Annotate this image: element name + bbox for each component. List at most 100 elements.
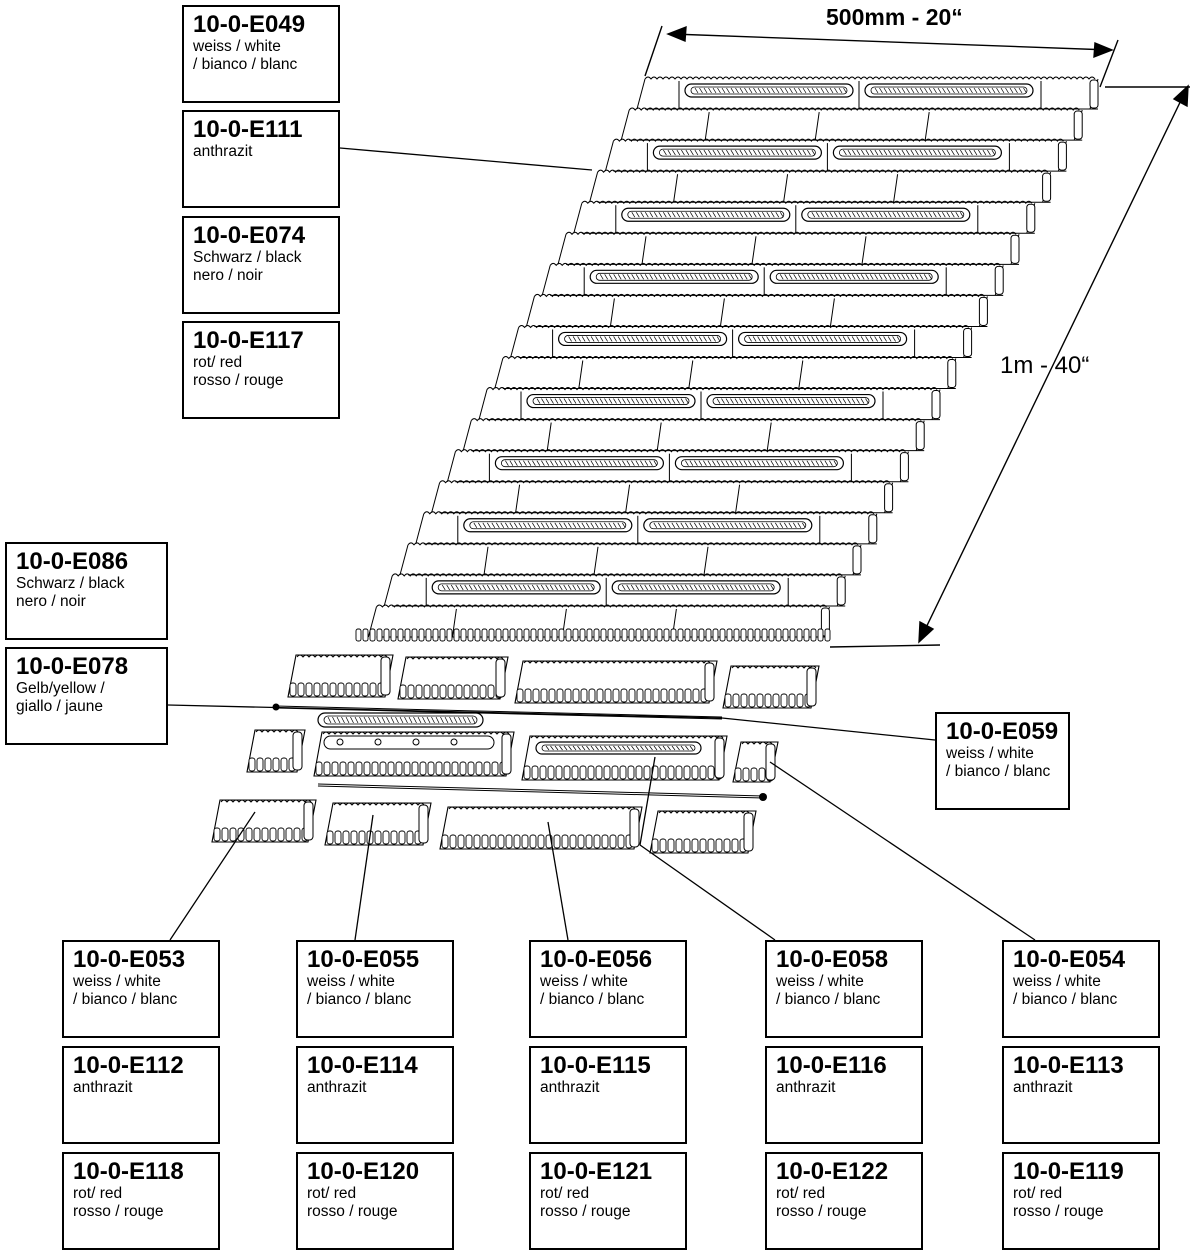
belt-row <box>510 324 973 358</box>
color-line: rot/ red <box>540 1185 590 1202</box>
part-code: 10-0-E074 <box>193 222 306 249</box>
color-line: anthrazit <box>307 1079 367 1096</box>
color-line: Gelb/yellow / <box>16 680 105 697</box>
leader-e058 <box>639 756 776 941</box>
color-line: weiss / white <box>540 973 628 990</box>
rod-end <box>759 793 767 801</box>
module-part <box>287 654 394 698</box>
label-box-belt-4: 10-0-E117 rot/ red rosso / rouge <box>182 321 340 419</box>
part-code: 10-0-E111 <box>193 116 303 143</box>
extension-line-bottom <box>829 644 941 648</box>
color-line: / bianco / blanc <box>73 991 178 1008</box>
color-line: weiss / white <box>776 973 864 990</box>
color-line: rosso / rouge <box>776 1203 867 1220</box>
belt-row <box>620 107 1083 141</box>
color-line: / bianco / blanc <box>540 991 645 1008</box>
extension-line-right <box>1099 39 1119 88</box>
color-line: / bianco / blanc <box>193 56 298 73</box>
part-code: 10-0-E059 <box>946 718 1059 745</box>
part-code: 10-0-E116 <box>776 1052 887 1079</box>
color-line: nero / noir <box>193 267 263 284</box>
part-code: 10-0-E113 <box>1013 1052 1124 1079</box>
module-part <box>732 741 779 783</box>
module-part <box>211 799 317 843</box>
color-line: anthrazit <box>776 1079 836 1096</box>
leader-e054 <box>769 761 1036 941</box>
leader-e059 <box>721 717 936 741</box>
color-line: / bianco / blanc <box>946 763 1051 780</box>
leader-e111 <box>339 147 593 171</box>
part-code: 10-0-E118 <box>73 1158 184 1185</box>
color-line: weiss / white <box>946 745 1034 762</box>
dimension-lines <box>644 25 1190 648</box>
label-box-accessory-1: 10-0-E086 Schwarz / black nero / noir <box>5 542 168 640</box>
part-code: 10-0-E055 <box>307 946 420 973</box>
color-line: rot/ red <box>193 354 243 371</box>
belt-knuckle-edge <box>355 628 831 642</box>
part-code: 10-0-E056 <box>540 946 653 973</box>
belt-row <box>478 387 941 421</box>
belt-row <box>525 293 988 327</box>
module-part <box>521 735 728 781</box>
length-dimension-line <box>920 89 1187 639</box>
width-dimension-line <box>671 33 1111 51</box>
color-line: / bianco / blanc <box>307 991 412 1008</box>
color-line: rosso / rouge <box>73 1203 164 1220</box>
leader-lines <box>167 147 1036 941</box>
module-part <box>439 806 643 850</box>
color-line: Schwarz / black <box>193 249 302 266</box>
assembled-belt <box>355 76 1099 642</box>
width-arrow-left <box>666 25 687 43</box>
part-code: 10-0-E078 <box>16 653 129 680</box>
color-line: weiss / white <box>73 973 161 990</box>
part-code: 10-0-E054 <box>1013 946 1126 973</box>
belt-row <box>431 480 894 514</box>
color-line: rosso / rouge <box>1013 1203 1104 1220</box>
color-line: / bianco / blanc <box>1013 991 1118 1008</box>
slot <box>317 712 484 728</box>
label-box-belt-1: 10-0-E049 weiss / white / bianco / blanc <box>182 5 340 103</box>
length-arrow-top <box>1172 84 1189 108</box>
belt-row <box>636 76 1099 110</box>
part-code: 10-0-E121 <box>540 1158 653 1185</box>
part-code: 10-0-E119 <box>1013 1158 1124 1185</box>
color-line: rot/ red <box>73 1185 123 1202</box>
belt-row <box>494 356 957 390</box>
color-line: weiss / white <box>307 973 395 990</box>
part-code: 10-0-E053 <box>73 946 186 973</box>
color-line: Schwarz / black <box>16 575 125 592</box>
length-arrow-bottom <box>918 620 935 644</box>
length-dimension-label: 1m - 40“ <box>1000 352 1090 379</box>
belt-row <box>383 573 846 607</box>
belt-row <box>589 169 1052 203</box>
color-line: weiss / white <box>193 38 281 55</box>
module-part <box>397 656 509 700</box>
belt-row <box>557 231 1020 265</box>
width-dimension-label: 500mm - 20“ <box>826 4 963 30</box>
exploded-parts <box>211 654 820 854</box>
color-line: anthrazit <box>540 1079 600 1096</box>
module-part <box>313 731 515 777</box>
module-part <box>514 660 718 704</box>
color-line: rosso / rouge <box>193 372 284 389</box>
color-line: anthrazit <box>1013 1079 1073 1096</box>
label-box-accessory-2: 10-0-E078 Gelb/yellow / giallo / jaune <box>5 647 168 745</box>
color-line: anthrazit <box>193 143 253 160</box>
extension-line-left <box>644 25 663 77</box>
color-line: rot/ red <box>307 1185 357 1202</box>
color-line: / bianco / blanc <box>776 991 881 1008</box>
part-code: 10-0-E122 <box>776 1158 889 1185</box>
color-line: rosso / rouge <box>540 1203 631 1220</box>
belt-row <box>604 138 1067 172</box>
